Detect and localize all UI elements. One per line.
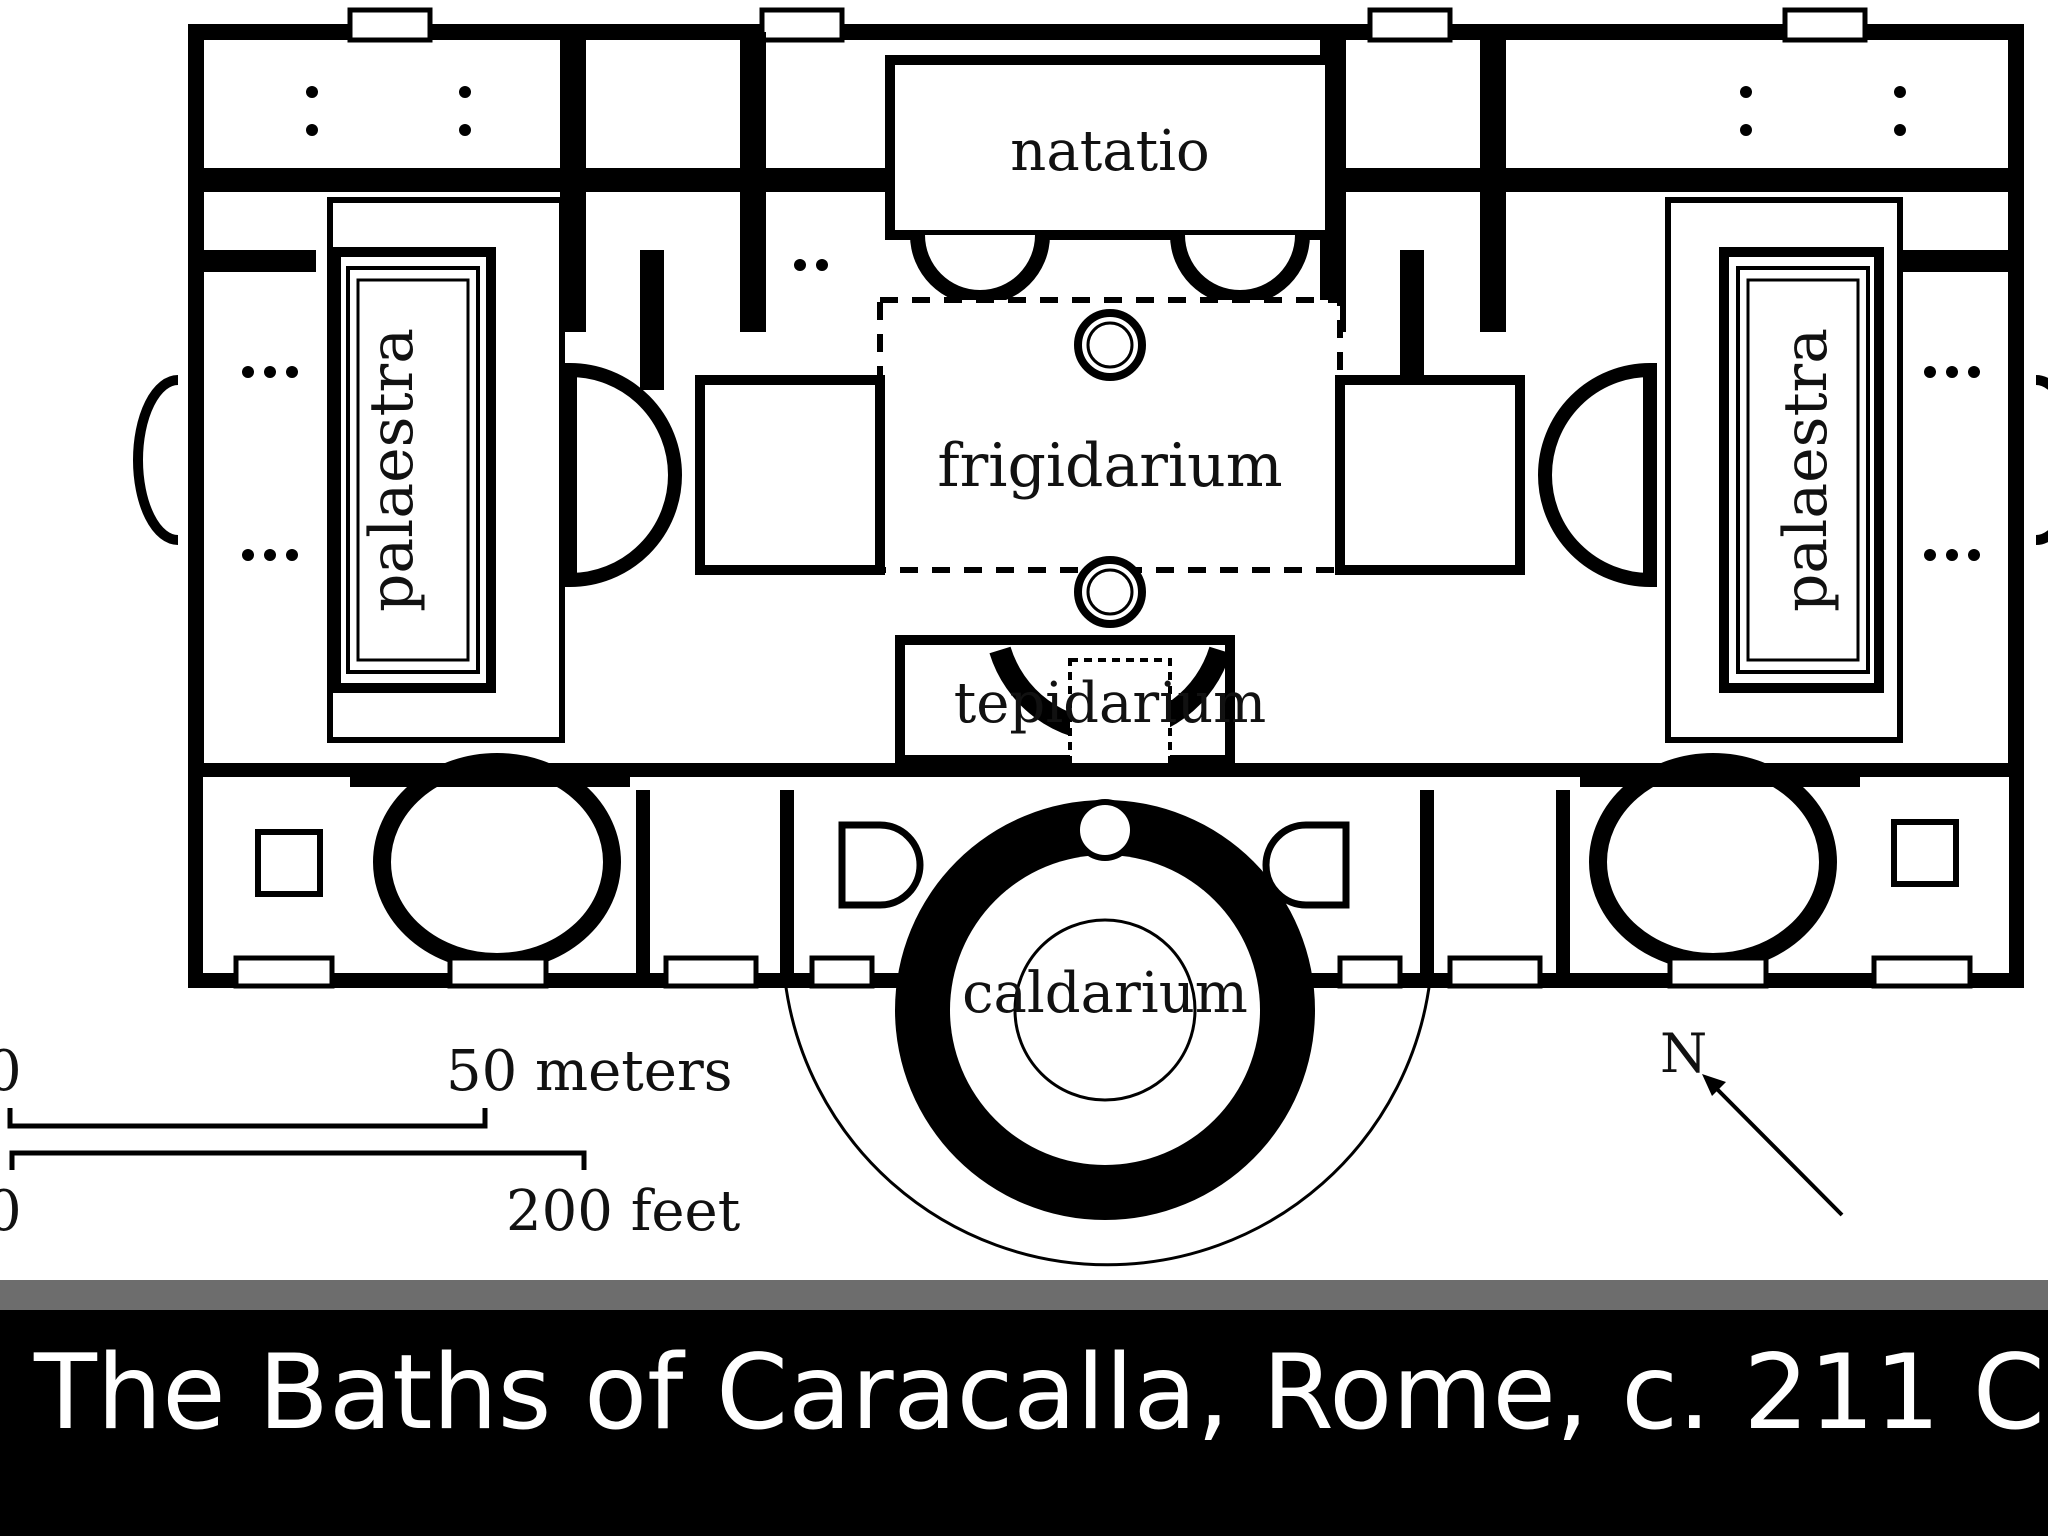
natatio-room	[885, 55, 1335, 305]
label-frigidarium: frigidarium	[937, 431, 1282, 501]
label-palaestra-right: palaestra	[1771, 328, 1841, 612]
tepidarium-room	[895, 635, 1235, 782]
palaestra-right-room	[1665, 197, 1903, 743]
scale-feet-label: 200 feet	[506, 1179, 741, 1244]
palaestra-left-room	[327, 197, 565, 743]
label-tepidarium: tepidarium	[954, 671, 1266, 736]
separator-band	[0, 1280, 2048, 1310]
scale-meters-label: 50 meters	[446, 1039, 732, 1104]
slide-caption: The Baths of Caracalla, Rome, c. 211 CE	[34, 1333, 2048, 1453]
top-row-walls	[196, 32, 2020, 390]
label-palaestra-left: palaestra	[357, 328, 427, 612]
label-caldarium: caldarium	[962, 961, 1248, 1026]
floor-plan-diagram: natatio frigidarium tepidarium caldarium…	[0, 7, 2048, 1267]
scale-bar	[7, 1108, 587, 1170]
caption-bar	[0, 1310, 2048, 1536]
north-arrow-icon	[1702, 1074, 1844, 1217]
north-label: N	[1660, 1022, 1707, 1085]
caldarium-room	[783, 799, 1432, 1267]
label-natatio: natatio	[1010, 119, 1209, 184]
scale-feet-zero: 0	[0, 1179, 22, 1244]
floor-plan-svg: natatio frigidarium tepidarium caldarium…	[0, 7, 2048, 1267]
frigidarium-room	[695, 297, 1525, 628]
top-entrances	[347, 7, 1868, 43]
exedrae	[133, 362, 2048, 588]
bottom-entrances	[233, 955, 1973, 989]
scale-meters-zero: 0	[0, 1039, 22, 1104]
